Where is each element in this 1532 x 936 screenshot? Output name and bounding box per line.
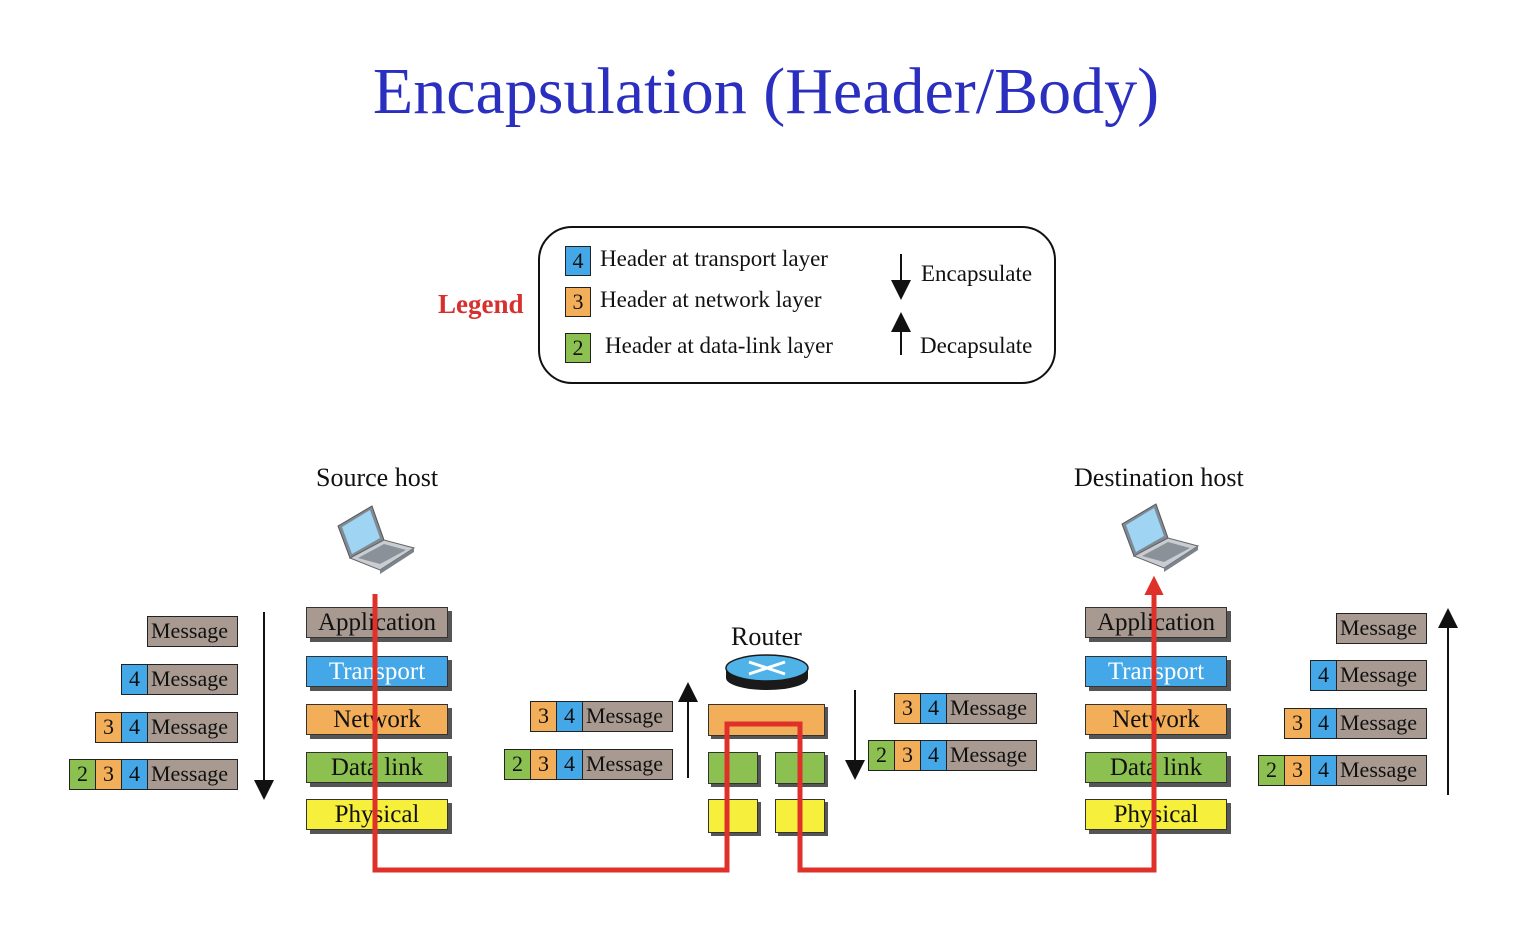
router-datalink-left [708,752,758,784]
data-path [372,575,1164,873]
src-network-transport-header: 4 [121,712,148,743]
legend-box [538,226,1056,384]
source-host-label: Source host [316,463,439,492]
dst-message-transport: Message [1336,660,1427,691]
legend-datalink-header-swatch: 2 [565,333,591,363]
router-icon [725,654,809,690]
router-out-message-network: Message [946,693,1037,724]
src-message-datalink: Message [147,759,238,790]
dst-network-header: 3 [1284,708,1311,739]
router-in-datalink-network-header: 3 [530,749,557,780]
legend-transport-text: Header at transport layer [600,246,828,271]
src-datalink-transport-header: 4 [121,759,148,790]
router-in-message-network: Message [582,701,673,732]
src-message-transport: Message [147,664,238,695]
destination-laptop-icon [1121,503,1200,572]
legend-datalink-text: Header at data-link layer [605,333,833,358]
page-title: Encapsulation (Header/Body) [372,55,1160,128]
dst-message-datalink: Message [1336,755,1427,786]
router-in-message-datalink: Message [582,749,673,780]
router-in-network-header: 3 [530,701,557,732]
source-laptop-icon [337,505,416,574]
dst-message-network: Message [1336,708,1427,739]
legend-encapsulate-text: Encapsulate [921,261,1033,286]
router-physical-left [708,799,758,833]
router-label: Router [731,622,802,651]
legend-network-text: Header at network layer [600,287,822,312]
legend-network-header-swatch: 3 [565,287,591,317]
legend-decapsulate-text: Decapsulate [920,333,1033,358]
dst-message-app: Message [1336,613,1427,644]
destination-host-label: Destination host [1074,463,1244,492]
dst-transport-header: 4 [1310,660,1337,691]
src-message-network: Message [147,712,238,743]
src-transport-header: 4 [121,664,148,695]
router-out-transport-header: 4 [920,693,947,724]
router-out-message-datalink: Message [946,740,1037,771]
legend-transport-header-swatch: 4 [565,246,591,276]
src-message-app: Message [147,616,238,647]
legend-label: Legend [438,289,524,319]
